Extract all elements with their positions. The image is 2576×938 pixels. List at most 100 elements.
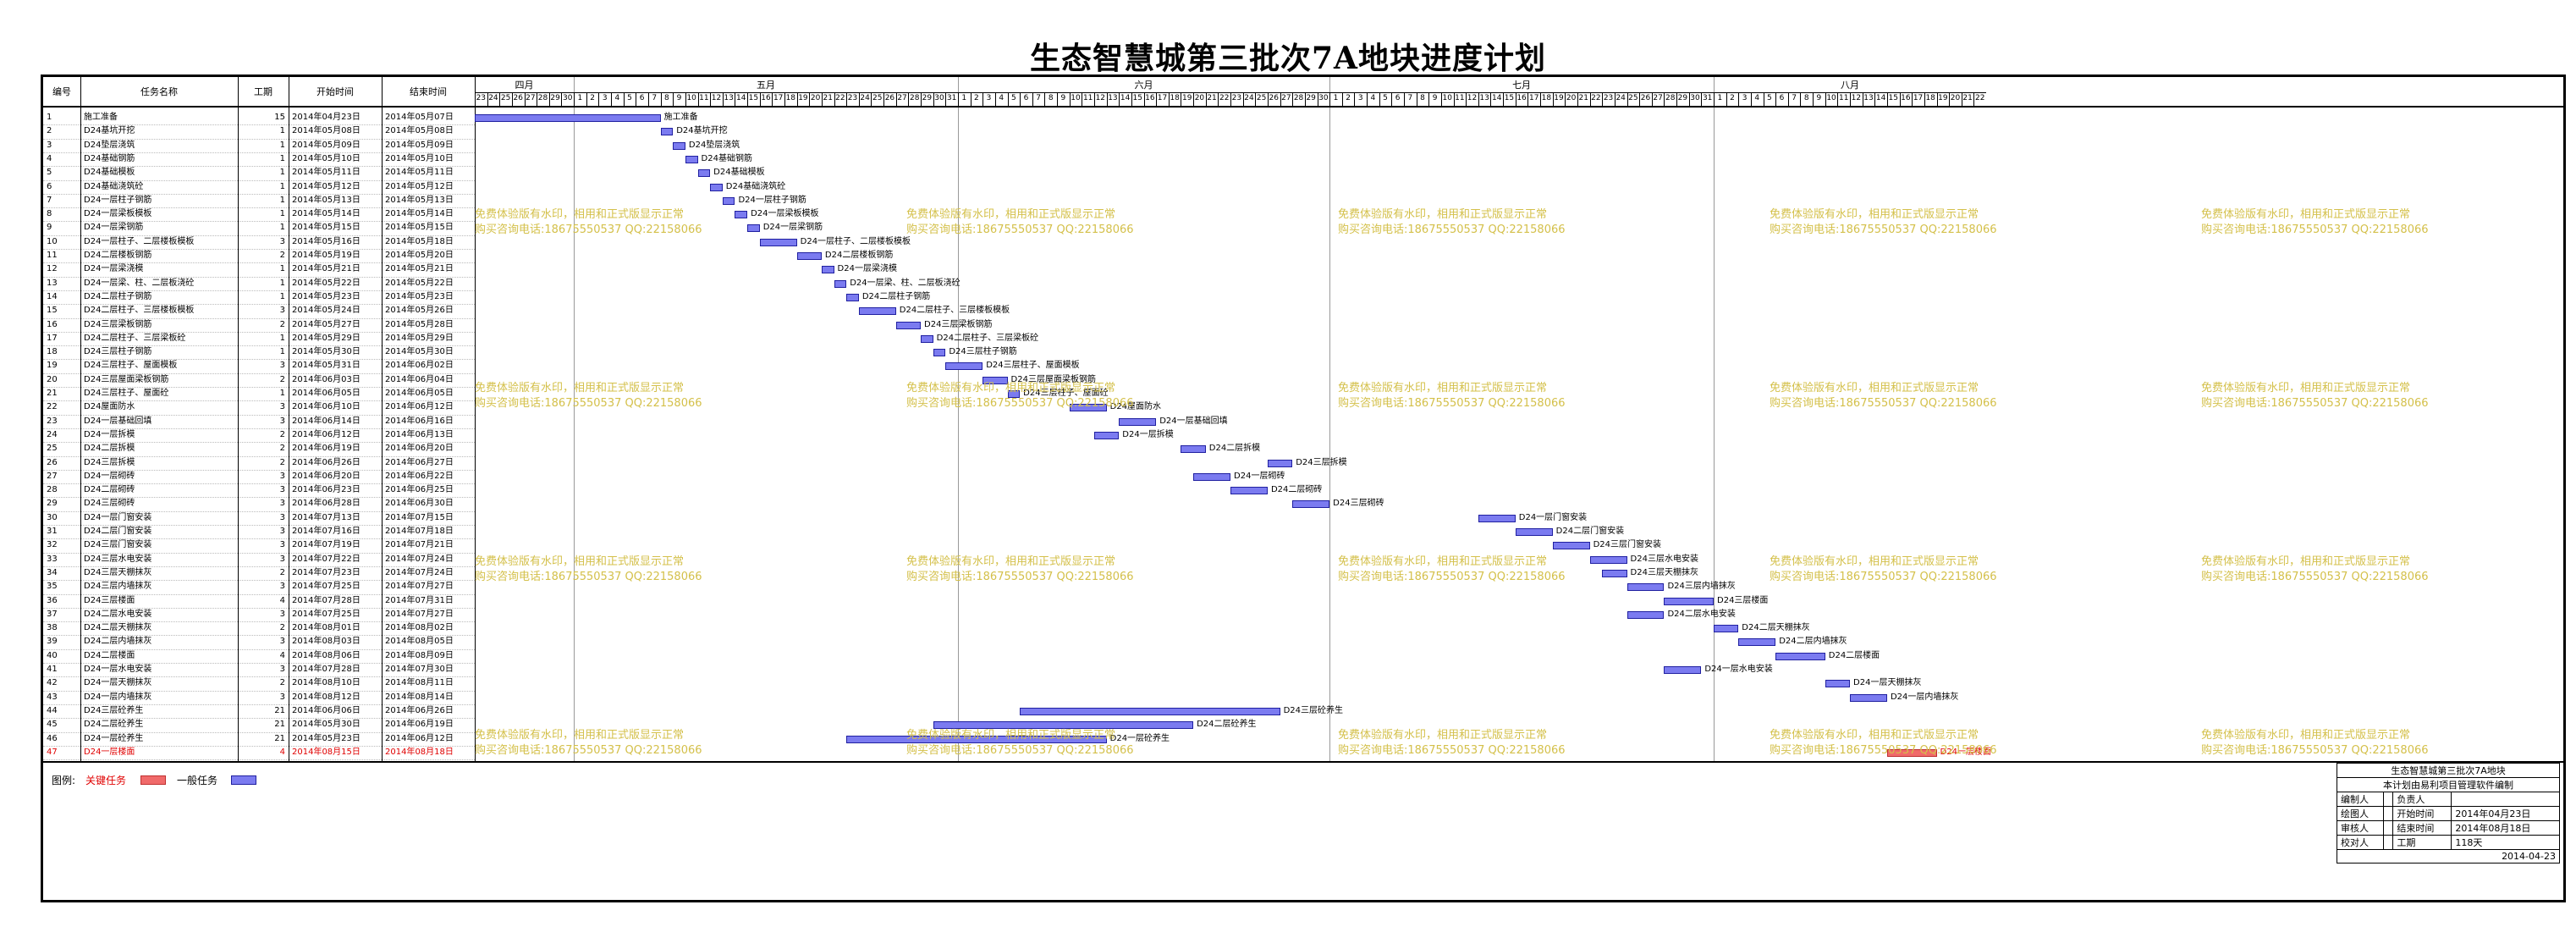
- day-divider: [611, 92, 613, 106]
- gantt-bar[interactable]: [846, 735, 1107, 743]
- task-id: 29: [47, 499, 58, 509]
- gantt-bar[interactable]: [1602, 569, 1627, 577]
- task-name: D24一层柱子钢筋: [84, 195, 152, 205]
- task-duration: 1: [279, 140, 285, 150]
- gantt-bar[interactable]: [846, 293, 859, 301]
- day-divider: [933, 92, 934, 106]
- watermark-line: 购买咨询电话:18675550537 QQ:22158066: [1770, 744, 1997, 757]
- gantt-bar[interactable]: [796, 252, 822, 260]
- gantt-bar[interactable]: [660, 128, 674, 136]
- bar-label: D24一层砼养生: [1109, 733, 1170, 743]
- gantt-bar[interactable]: [673, 141, 685, 150]
- info-key: 结束时间: [2392, 820, 2452, 836]
- gantt-bar[interactable]: [759, 238, 797, 246]
- gantt-bar[interactable]: [1627, 583, 1665, 592]
- task-end: 2014年06月16日: [385, 416, 454, 426]
- task-start: 2014年08月03日: [292, 637, 361, 647]
- day-label: 22: [1975, 94, 1985, 102]
- gantt-bar[interactable]: [1292, 500, 1330, 509]
- watermark-line: 购买咨询电话:18675550537 QQ:22158066: [906, 744, 1134, 757]
- bar-label: D24一层拆模: [1122, 429, 1174, 439]
- watermark-line: 购买咨询电话:18675550537 QQ:22158066: [2201, 571, 2429, 583]
- gantt-bar[interactable]: [1850, 693, 1887, 702]
- bar-label: D24一层柱子钢筋: [738, 195, 806, 205]
- gantt-bar[interactable]: [1020, 707, 1280, 715]
- info-project: 生态智慧城第三批次7A地块: [2337, 763, 2560, 779]
- bar-label: D24二层天棚抹灰: [1742, 623, 1810, 633]
- day-label: 15: [748, 94, 759, 102]
- gantt-bar[interactable]: [1267, 459, 1293, 467]
- row-rule: [43, 635, 475, 637]
- gantt-bar[interactable]: [1515, 528, 1553, 536]
- gantt-bar[interactable]: [1886, 748, 1937, 757]
- gantt-bar[interactable]: [1193, 472, 1231, 481]
- day-divider: [1280, 92, 1281, 106]
- day-divider: [1020, 92, 1021, 106]
- gantt-bar[interactable]: [475, 114, 661, 122]
- task-start: 2014年05月23日: [292, 733, 361, 743]
- gantt-bar[interactable]: [945, 362, 983, 371]
- day-divider: [487, 92, 488, 106]
- day-divider: [1490, 92, 1492, 106]
- task-name: D24垫层浇筑: [84, 140, 135, 150]
- task-id: 40: [47, 650, 58, 660]
- task-duration: 1: [279, 181, 285, 191]
- task-start: 2014年05月30日: [292, 347, 361, 357]
- day-divider: [1106, 92, 1108, 106]
- day-label: 26: [1640, 94, 1651, 102]
- gantt-bar[interactable]: [722, 196, 735, 205]
- day-label: 21: [1207, 94, 1217, 102]
- day-label: 21: [1578, 94, 1588, 102]
- gantt-bar[interactable]: [1181, 445, 1206, 454]
- task-duration: 4: [279, 650, 285, 660]
- gantt-bar[interactable]: [1069, 404, 1107, 412]
- day-divider: [871, 92, 872, 106]
- gantt-bar[interactable]: [685, 155, 698, 163]
- gantt-bar[interactable]: [1007, 390, 1021, 398]
- gantt-bar[interactable]: [1714, 625, 1739, 633]
- gantt-bar[interactable]: [1094, 431, 1120, 439]
- gantt-bar[interactable]: [1589, 555, 1627, 564]
- day-label: 9: [1432, 94, 1438, 102]
- gantt-bar[interactable]: [1627, 610, 1665, 619]
- day-label: 13: [1863, 94, 1874, 102]
- day-label: 2: [1346, 94, 1351, 102]
- gantt-bar[interactable]: [834, 279, 847, 288]
- gantt-bar[interactable]: [1119, 417, 1157, 426]
- task-start: 2014年05月21日: [292, 264, 361, 274]
- day-divider: [710, 92, 712, 106]
- task-end: 2014年05月15日: [385, 223, 454, 233]
- gantt-bar[interactable]: [821, 266, 834, 274]
- watermark-line: 购买咨询电话:18675550537 QQ:22158066: [1338, 223, 1566, 236]
- gantt-bar[interactable]: [1552, 542, 1590, 550]
- gantt-bar[interactable]: [697, 169, 711, 178]
- task-duration: 3: [279, 306, 285, 316]
- gantt-bar[interactable]: [933, 721, 1194, 730]
- task-id: 19: [47, 361, 58, 371]
- task-end: 2014年05月23日: [385, 291, 454, 301]
- gantt-bar[interactable]: [1664, 597, 1714, 605]
- bar-label: 施工准备: [663, 113, 698, 122]
- day-label: 31: [1702, 94, 1713, 102]
- gantt-bar[interactable]: [895, 321, 922, 329]
- watermark-line: 购买咨询电话:18675550537 QQ:22158066: [475, 744, 702, 757]
- day-divider: [1304, 92, 1306, 106]
- gantt-bar[interactable]: [1478, 514, 1516, 522]
- gantt-bar[interactable]: [1738, 638, 1776, 647]
- gantt-bar[interactable]: [747, 224, 760, 233]
- gantt-bar[interactable]: [858, 307, 896, 316]
- gantt-bar[interactable]: [710, 183, 723, 191]
- row-rule: [43, 234, 475, 236]
- gantt-bar[interactable]: [983, 376, 1008, 384]
- day-label: 19: [1938, 94, 1948, 102]
- bar-label: D24三层门窗安装: [1593, 540, 1662, 550]
- gantt-bar[interactable]: [921, 334, 933, 343]
- task-name: D24一层门窗安装: [84, 512, 152, 522]
- gantt-bar[interactable]: [1825, 680, 1851, 688]
- column-divider: [475, 77, 476, 762]
- gantt-bar[interactable]: [933, 349, 946, 357]
- gantt-bar[interactable]: [1664, 666, 1702, 674]
- gantt-bar[interactable]: [735, 211, 748, 219]
- gantt-bar[interactable]: [1775, 652, 1825, 660]
- gantt-bar[interactable]: [1230, 487, 1268, 495]
